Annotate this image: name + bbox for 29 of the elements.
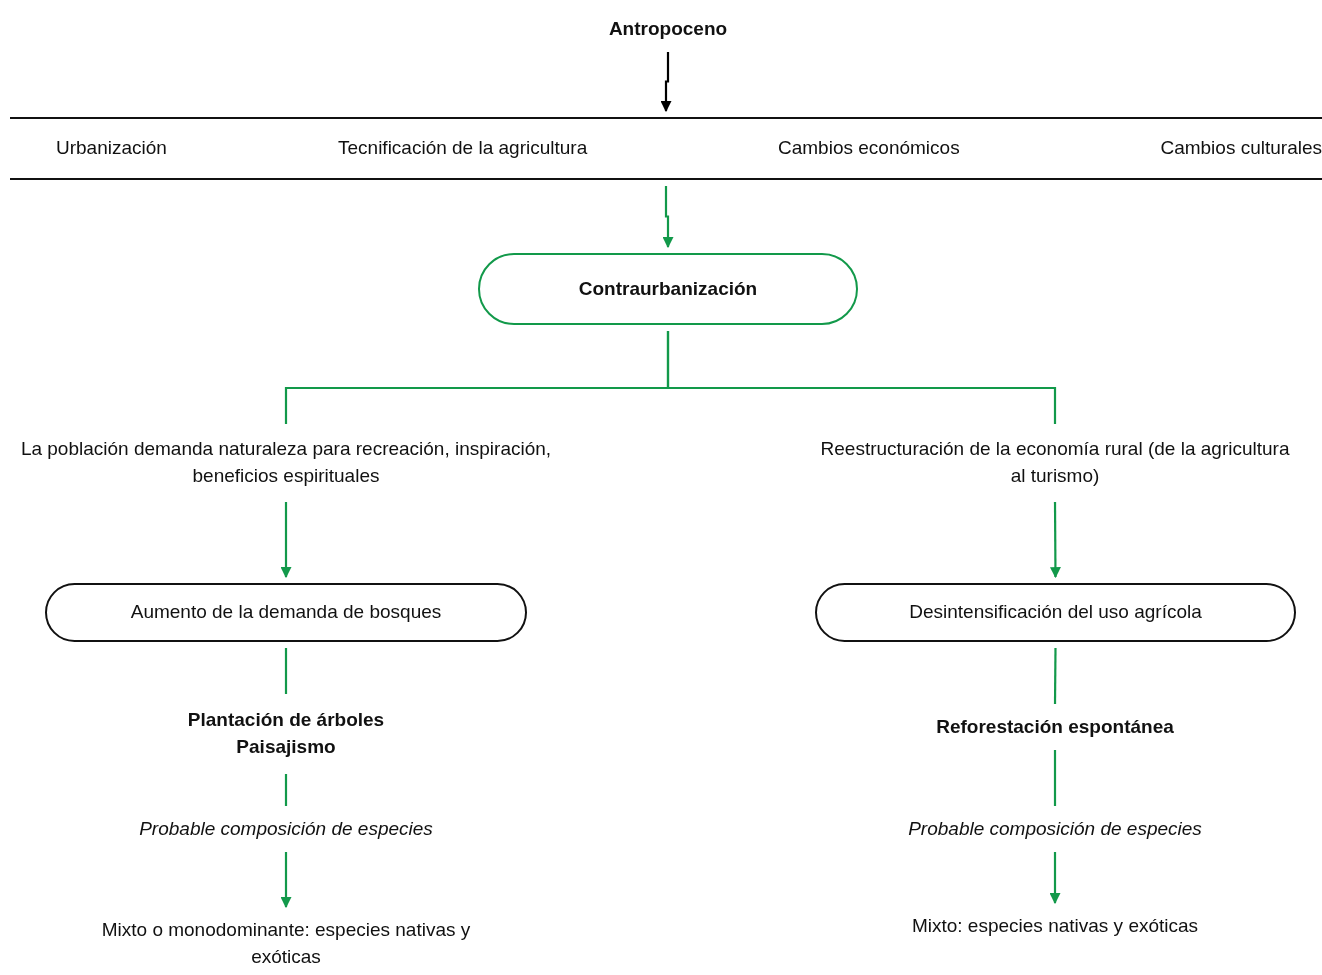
- arrow: [662, 186, 674, 249]
- connector-line: [284, 774, 288, 806]
- factor-label: Cambios económicos: [778, 136, 960, 160]
- node-label: Contraurbanización: [578, 276, 758, 301]
- factor-label: Tecnificación de la agricultura: [338, 136, 588, 160]
- connector-line: [1053, 750, 1057, 806]
- connector-line: [284, 648, 288, 694]
- factor-label: Cambios culturales: [1160, 136, 1322, 160]
- node-text: Mixto: especies nativas y exóticas: [911, 913, 1199, 938]
- node-text: Reestructuración de la economía rural (de la agricultura al turismo): [819, 437, 1291, 488]
- node-text: Paisajismo: [236, 735, 336, 759]
- factor-label: Urbanización: [56, 136, 167, 160]
- arrow: [1049, 852, 1061, 905]
- connector-line: [1053, 648, 1057, 704]
- node-text: Probable composición de especies: [139, 816, 433, 841]
- node-label: Aumento de la demanda de bosques: [130, 600, 442, 625]
- arrow: [280, 502, 292, 579]
- arrow: [660, 52, 672, 113]
- connector-line: [666, 331, 1057, 424]
- node-text: Plantación de árboles: [187, 708, 385, 733]
- arrow: [1049, 502, 1061, 579]
- node-text: Reforestación espontánea: [936, 714, 1174, 739]
- node-text: Probable composición de especies: [908, 816, 1202, 841]
- node-text: Mixto o monodominante: especies nativas y exóticas: [100, 918, 472, 969]
- arrow: [280, 852, 292, 909]
- node-text: La población demanda naturaleza para recreación, inspiración, beneficios espirituales: [19, 437, 553, 488]
- node-text: Antropoceno: [608, 16, 728, 41]
- factor-band: [10, 117, 1322, 180]
- node-label: Desintensificación del uso agrícola: [909, 600, 1202, 625]
